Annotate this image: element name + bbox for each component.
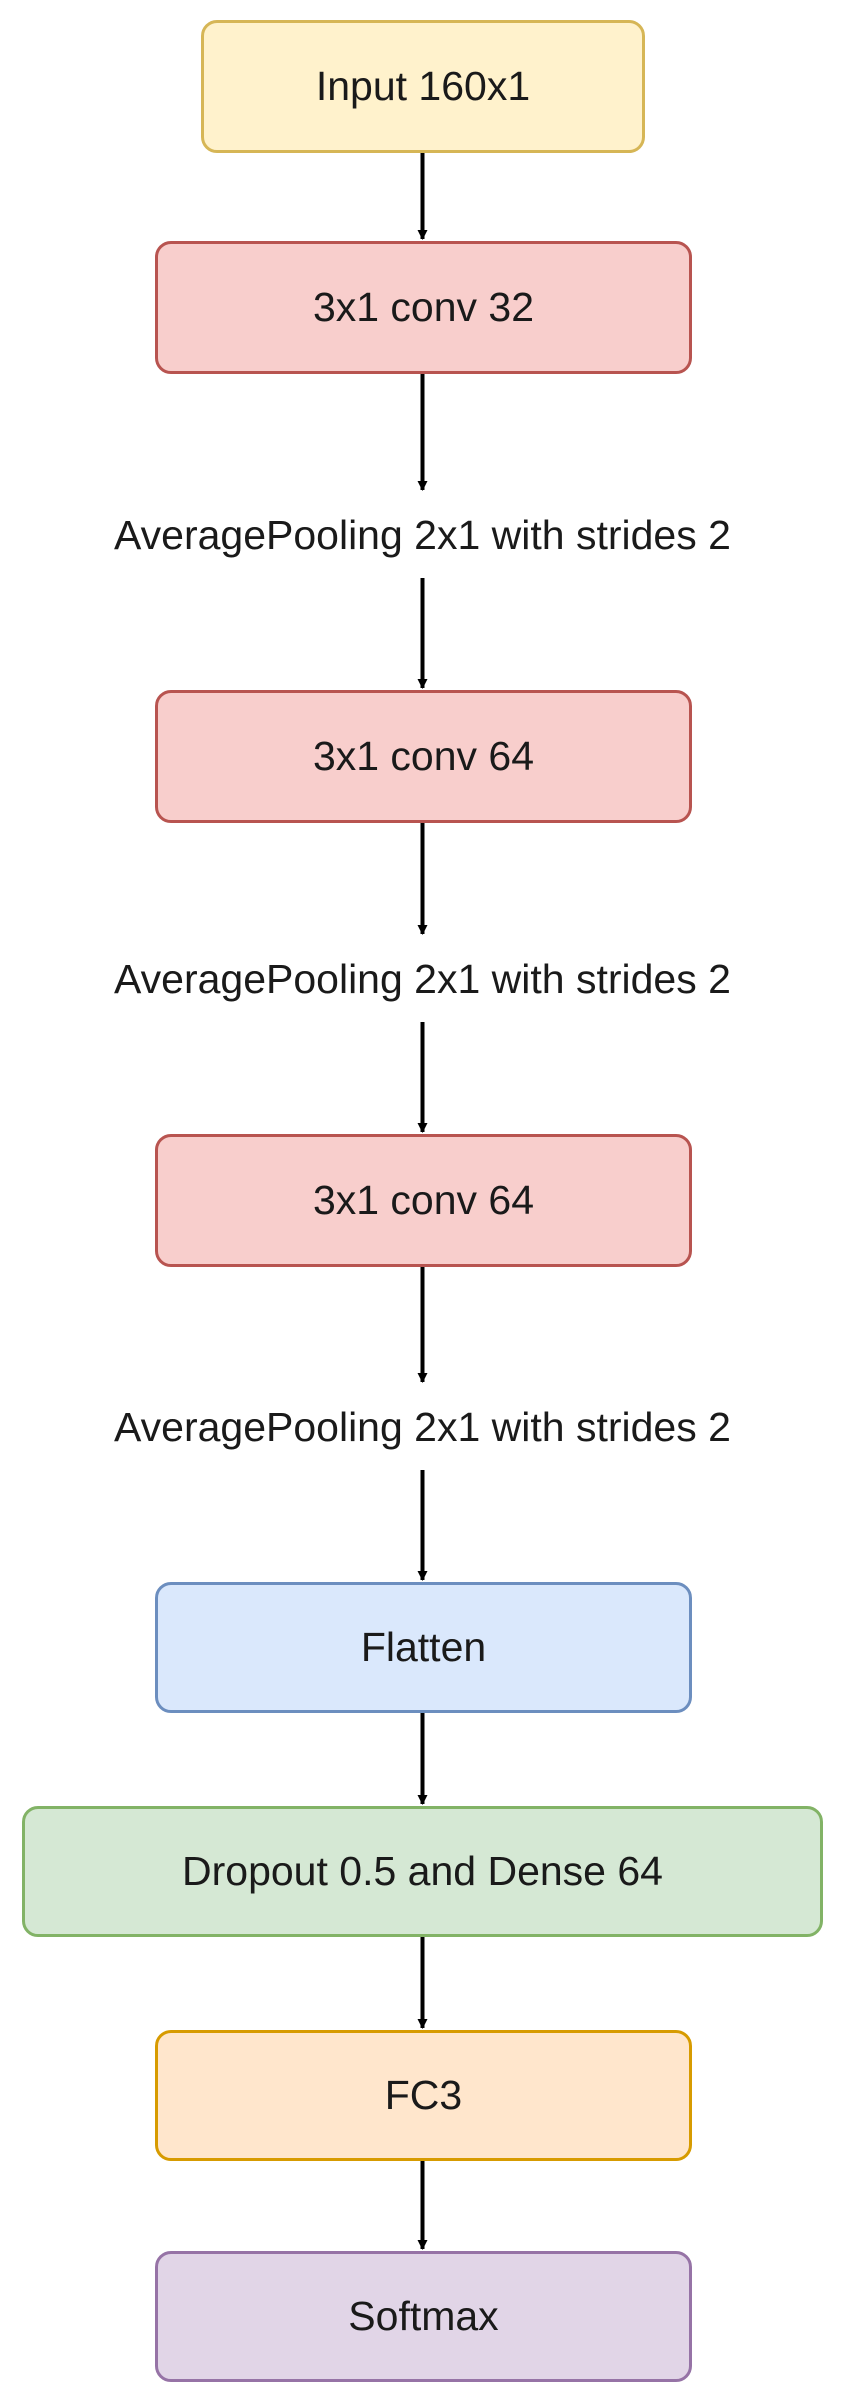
- conv1-node: 3x1 conv 32: [155, 241, 692, 374]
- flatten-node: Flatten: [155, 1582, 692, 1713]
- fc3-node: FC3: [155, 2030, 692, 2161]
- pool1-label: AveragePooling 2x1 with strides 2: [114, 512, 731, 558]
- dense-node: Dropout 0.5 and Dense 64: [22, 1806, 823, 1937]
- pool2-label: AveragePooling 2x1 with strides 2: [114, 956, 731, 1002]
- pool3-label: AveragePooling 2x1 with strides 2: [114, 1404, 731, 1450]
- softmax-node: Softmax: [155, 2251, 692, 2382]
- conv3-node: 3x1 conv 64: [155, 1134, 692, 1267]
- input-node: Input 160x1: [201, 20, 645, 153]
- conv2-node: 3x1 conv 64: [155, 690, 692, 823]
